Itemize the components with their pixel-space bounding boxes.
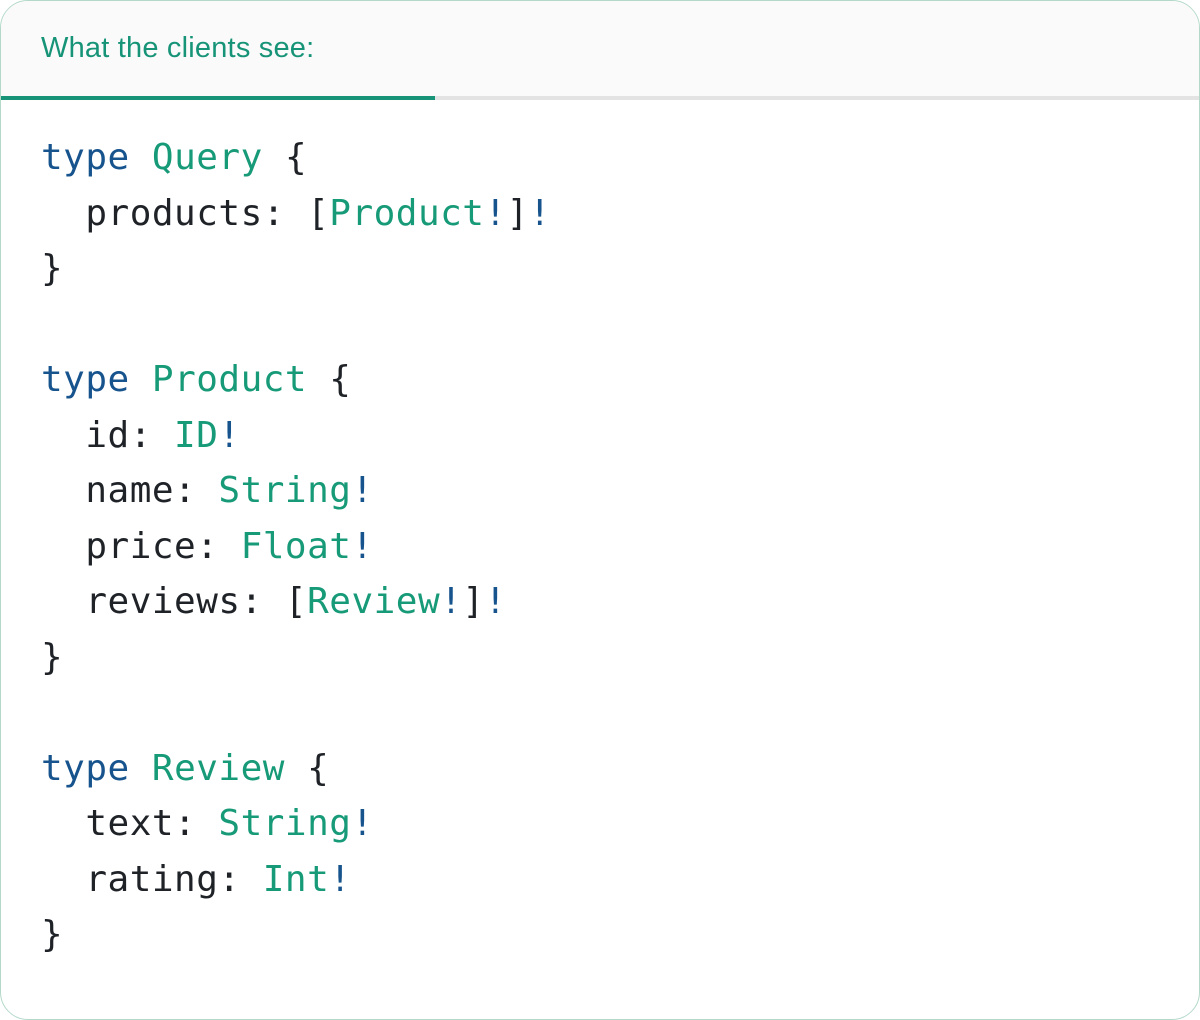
code-token: { <box>307 359 352 400</box>
code-token: } <box>41 248 64 289</box>
panel-header: What the clients see: <box>1 1 1199 100</box>
code-line <box>41 297 1159 353</box>
code-token: ! <box>528 192 552 234</box>
code-line: } <box>41 241 1159 297</box>
code-token: Review <box>151 747 285 789</box>
code-line: name: String! <box>41 463 1159 519</box>
code-token: type <box>41 137 130 178</box>
code-token: id: <box>41 414 175 456</box>
code-line: } <box>41 907 1159 963</box>
code-line: type Review { <box>41 741 1159 797</box>
code-token: { <box>284 747 330 789</box>
tab-what-clients-see[interactable]: What the clients see: <box>1 1 435 100</box>
code-token: Product <box>329 192 485 234</box>
code-token: rating: <box>41 858 263 900</box>
code-token: type <box>41 747 130 789</box>
tab-label: What the clients see: <box>41 32 315 64</box>
code-line: price: Float! <box>41 519 1159 575</box>
code-line: } <box>41 630 1159 686</box>
code-token <box>130 137 152 178</box>
code-line: type Query { <box>41 130 1159 186</box>
code-token: String <box>218 470 352 511</box>
code-token: type <box>41 359 130 400</box>
code-token: products: [ <box>41 192 330 234</box>
code-token: Product <box>151 359 308 400</box>
code-token <box>130 359 152 400</box>
code-token: name: <box>41 470 219 511</box>
code-token <box>130 748 152 789</box>
code-line: id: ID! <box>41 408 1159 464</box>
code-line: products: [Product!]! <box>41 186 1159 242</box>
code-token: String <box>218 803 352 844</box>
code-token: Float <box>240 525 352 567</box>
code-line <box>41 685 1159 741</box>
code-token: ! <box>351 803 374 844</box>
code-line: reviews: [Review!]! <box>41 574 1159 630</box>
code-token: ! <box>484 192 507 234</box>
code-token: Review <box>307 581 441 622</box>
code-token: ! <box>351 525 374 567</box>
code-token: ! <box>329 858 352 900</box>
code-token: reviews: [ <box>41 581 308 622</box>
code-line: rating: Int! <box>41 852 1159 908</box>
code-token: ] <box>506 192 529 234</box>
code-token: { <box>262 137 308 178</box>
code-token: } <box>41 914 64 955</box>
code-line: text: String! <box>41 796 1159 852</box>
code-token: Query <box>151 137 263 178</box>
code-token: Int <box>262 858 330 900</box>
code-token: ! <box>484 581 507 622</box>
code-token: } <box>41 636 64 678</box>
code-token: ] <box>462 581 485 622</box>
code-token: price: <box>41 525 241 567</box>
code-line: type Product { <box>41 352 1159 408</box>
code-token: ! <box>440 581 463 622</box>
code-token: ! <box>218 414 241 456</box>
code-token: ! <box>351 470 374 511</box>
code-block: type Query { products: [Product!]!} type… <box>1 100 1199 963</box>
code-token: text: <box>41 803 219 844</box>
code-token: ID <box>174 414 219 456</box>
